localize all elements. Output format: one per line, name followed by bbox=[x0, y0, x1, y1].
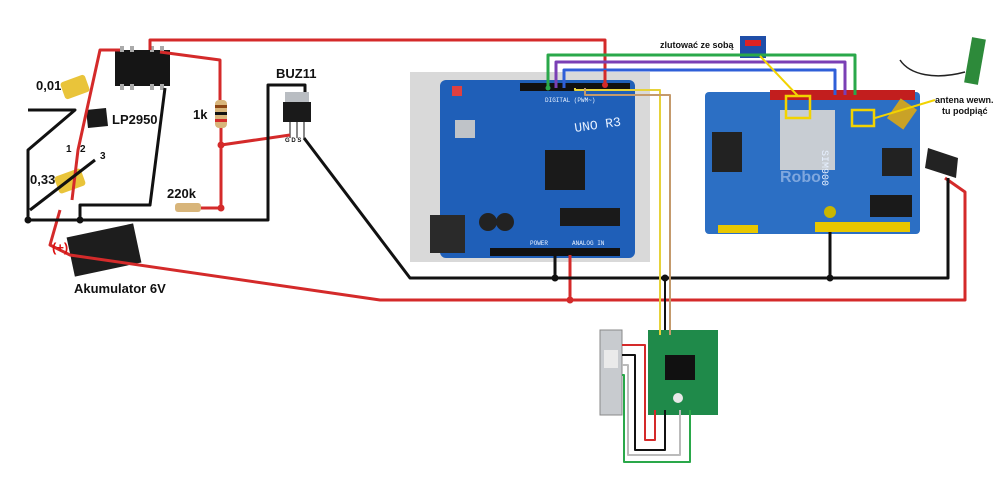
wire-tan bbox=[584, 88, 671, 335]
wire-red-gate bbox=[220, 133, 291, 147]
label-solder-note: zlutować ze sobą bbox=[660, 40, 734, 50]
label-cap-0-01: 0,01 bbox=[36, 78, 62, 93]
label-regulator: LP2950 bbox=[112, 112, 158, 127]
wire-lc-green bbox=[622, 374, 691, 463]
wire-black-source bbox=[302, 137, 832, 280]
load-cell bbox=[599, 329, 623, 416]
pointer-antenna bbox=[874, 99, 936, 119]
wire-black-ic bbox=[78, 87, 167, 220]
gsm-shield: SIM900 Robo bbox=[705, 90, 920, 234]
internal-antenna-pcb bbox=[964, 37, 986, 85]
wire-green bbox=[546, 53, 857, 95]
junction-dots bbox=[217, 82, 608, 304]
sma-connector bbox=[886, 98, 918, 130]
arduino-analog-label: ANALOG IN bbox=[572, 240, 605, 247]
label-mosfet: BUZ11 bbox=[276, 66, 317, 81]
label-cap-0-33: 0,33 bbox=[30, 172, 56, 187]
label-pin-1: 1 bbox=[66, 144, 72, 155]
wire-red-ic-right bbox=[159, 50, 222, 100]
label-antenna-note-2: tu podpiąć bbox=[942, 106, 988, 116]
ic-chip bbox=[115, 50, 170, 86]
battery-6v bbox=[66, 223, 142, 277]
arduino-digital-label: DIGITAL (PWM~) bbox=[545, 97, 595, 104]
label-battery-plus: (+) bbox=[52, 240, 69, 255]
gsm-module-label: SIM900 bbox=[818, 150, 829, 186]
pointer-solder bbox=[759, 55, 799, 97]
wire-red-battery bbox=[48, 209, 572, 302]
wire-lc-black bbox=[622, 354, 666, 451]
antenna-pad-highlight bbox=[850, 108, 876, 128]
wire-lc-white bbox=[622, 364, 681, 456]
arduino-model-label: UNO R3 bbox=[573, 115, 621, 136]
wire-red-to-gsm bbox=[570, 176, 967, 302]
wire-black-diag bbox=[29, 158, 96, 212]
wire-blue bbox=[562, 68, 837, 95]
wire-red-1k-down bbox=[201, 128, 223, 210]
wire-lc-red bbox=[622, 344, 656, 441]
arduino-uno-board: UNO R3 POWER ANALOG IN DIGITAL (PWM~) bbox=[430, 80, 635, 258]
wires bbox=[26, 38, 967, 463]
junction-dots-black bbox=[24, 216, 834, 282]
regulator-lp2950 bbox=[86, 108, 108, 128]
label-mosfet-pins: G D S bbox=[285, 138, 302, 144]
arduino-power-label: POWER bbox=[530, 240, 548, 247]
wire-yellow bbox=[574, 88, 661, 335]
mosfet-buz11 bbox=[283, 92, 311, 138]
label-pin-3: 3 bbox=[100, 151, 106, 162]
label-pin-2: 2 bbox=[80, 144, 86, 155]
resistor-220k bbox=[175, 203, 201, 212]
wire-black-left bbox=[26, 83, 307, 222]
label-resistor-1k: 1k bbox=[193, 107, 208, 122]
label-battery: Akumulator 6V bbox=[74, 281, 166, 296]
junction-green bbox=[545, 85, 551, 91]
wire-purple bbox=[554, 60, 847, 95]
gsm-brand-watermark: Robo bbox=[780, 169, 821, 186]
label-antenna-note-1: antena wewn. bbox=[935, 95, 994, 105]
label-resistor-220k: 220k bbox=[167, 186, 196, 201]
dc-power-plug bbox=[925, 148, 958, 178]
hx711-board bbox=[648, 330, 718, 415]
wire-black-gsm-right bbox=[830, 178, 950, 280]
internal-antenna-wire bbox=[899, 59, 966, 77]
capacitor-0-01 bbox=[60, 74, 90, 100]
